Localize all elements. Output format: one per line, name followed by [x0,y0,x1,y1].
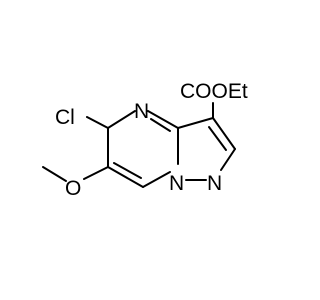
bond-c6-o [83,166,109,180]
bond-c7-c6 [107,166,144,188]
bond-c7-c6-inner [113,162,142,179]
ester-label: COOEt [180,80,248,103]
bond-c3-c2-inner [208,126,227,151]
ring-nitrogen-bridge-label: N [169,172,184,195]
chloro-label: Cl [55,106,75,129]
oxygen-label: O [65,177,81,200]
bond-c5-n4 [107,110,136,129]
bond-c3a-c3 [177,117,214,129]
chemical-structure: COOEt Cl N O N N [42,80,248,200]
bond-c2-n1 [220,148,236,171]
ring-nitrogen-top-label: N [134,100,149,123]
bond-n7a-c7 [142,171,171,188]
bond-o-methyl [42,166,67,182]
ring-nitrogen-pyrazole-label: N [207,172,222,195]
bond-c5-cl [86,116,109,129]
bond-n4-c3a [147,110,179,129]
bond-c3-c2 [212,117,236,150]
bond-n4-c3a-inner [150,118,171,132]
